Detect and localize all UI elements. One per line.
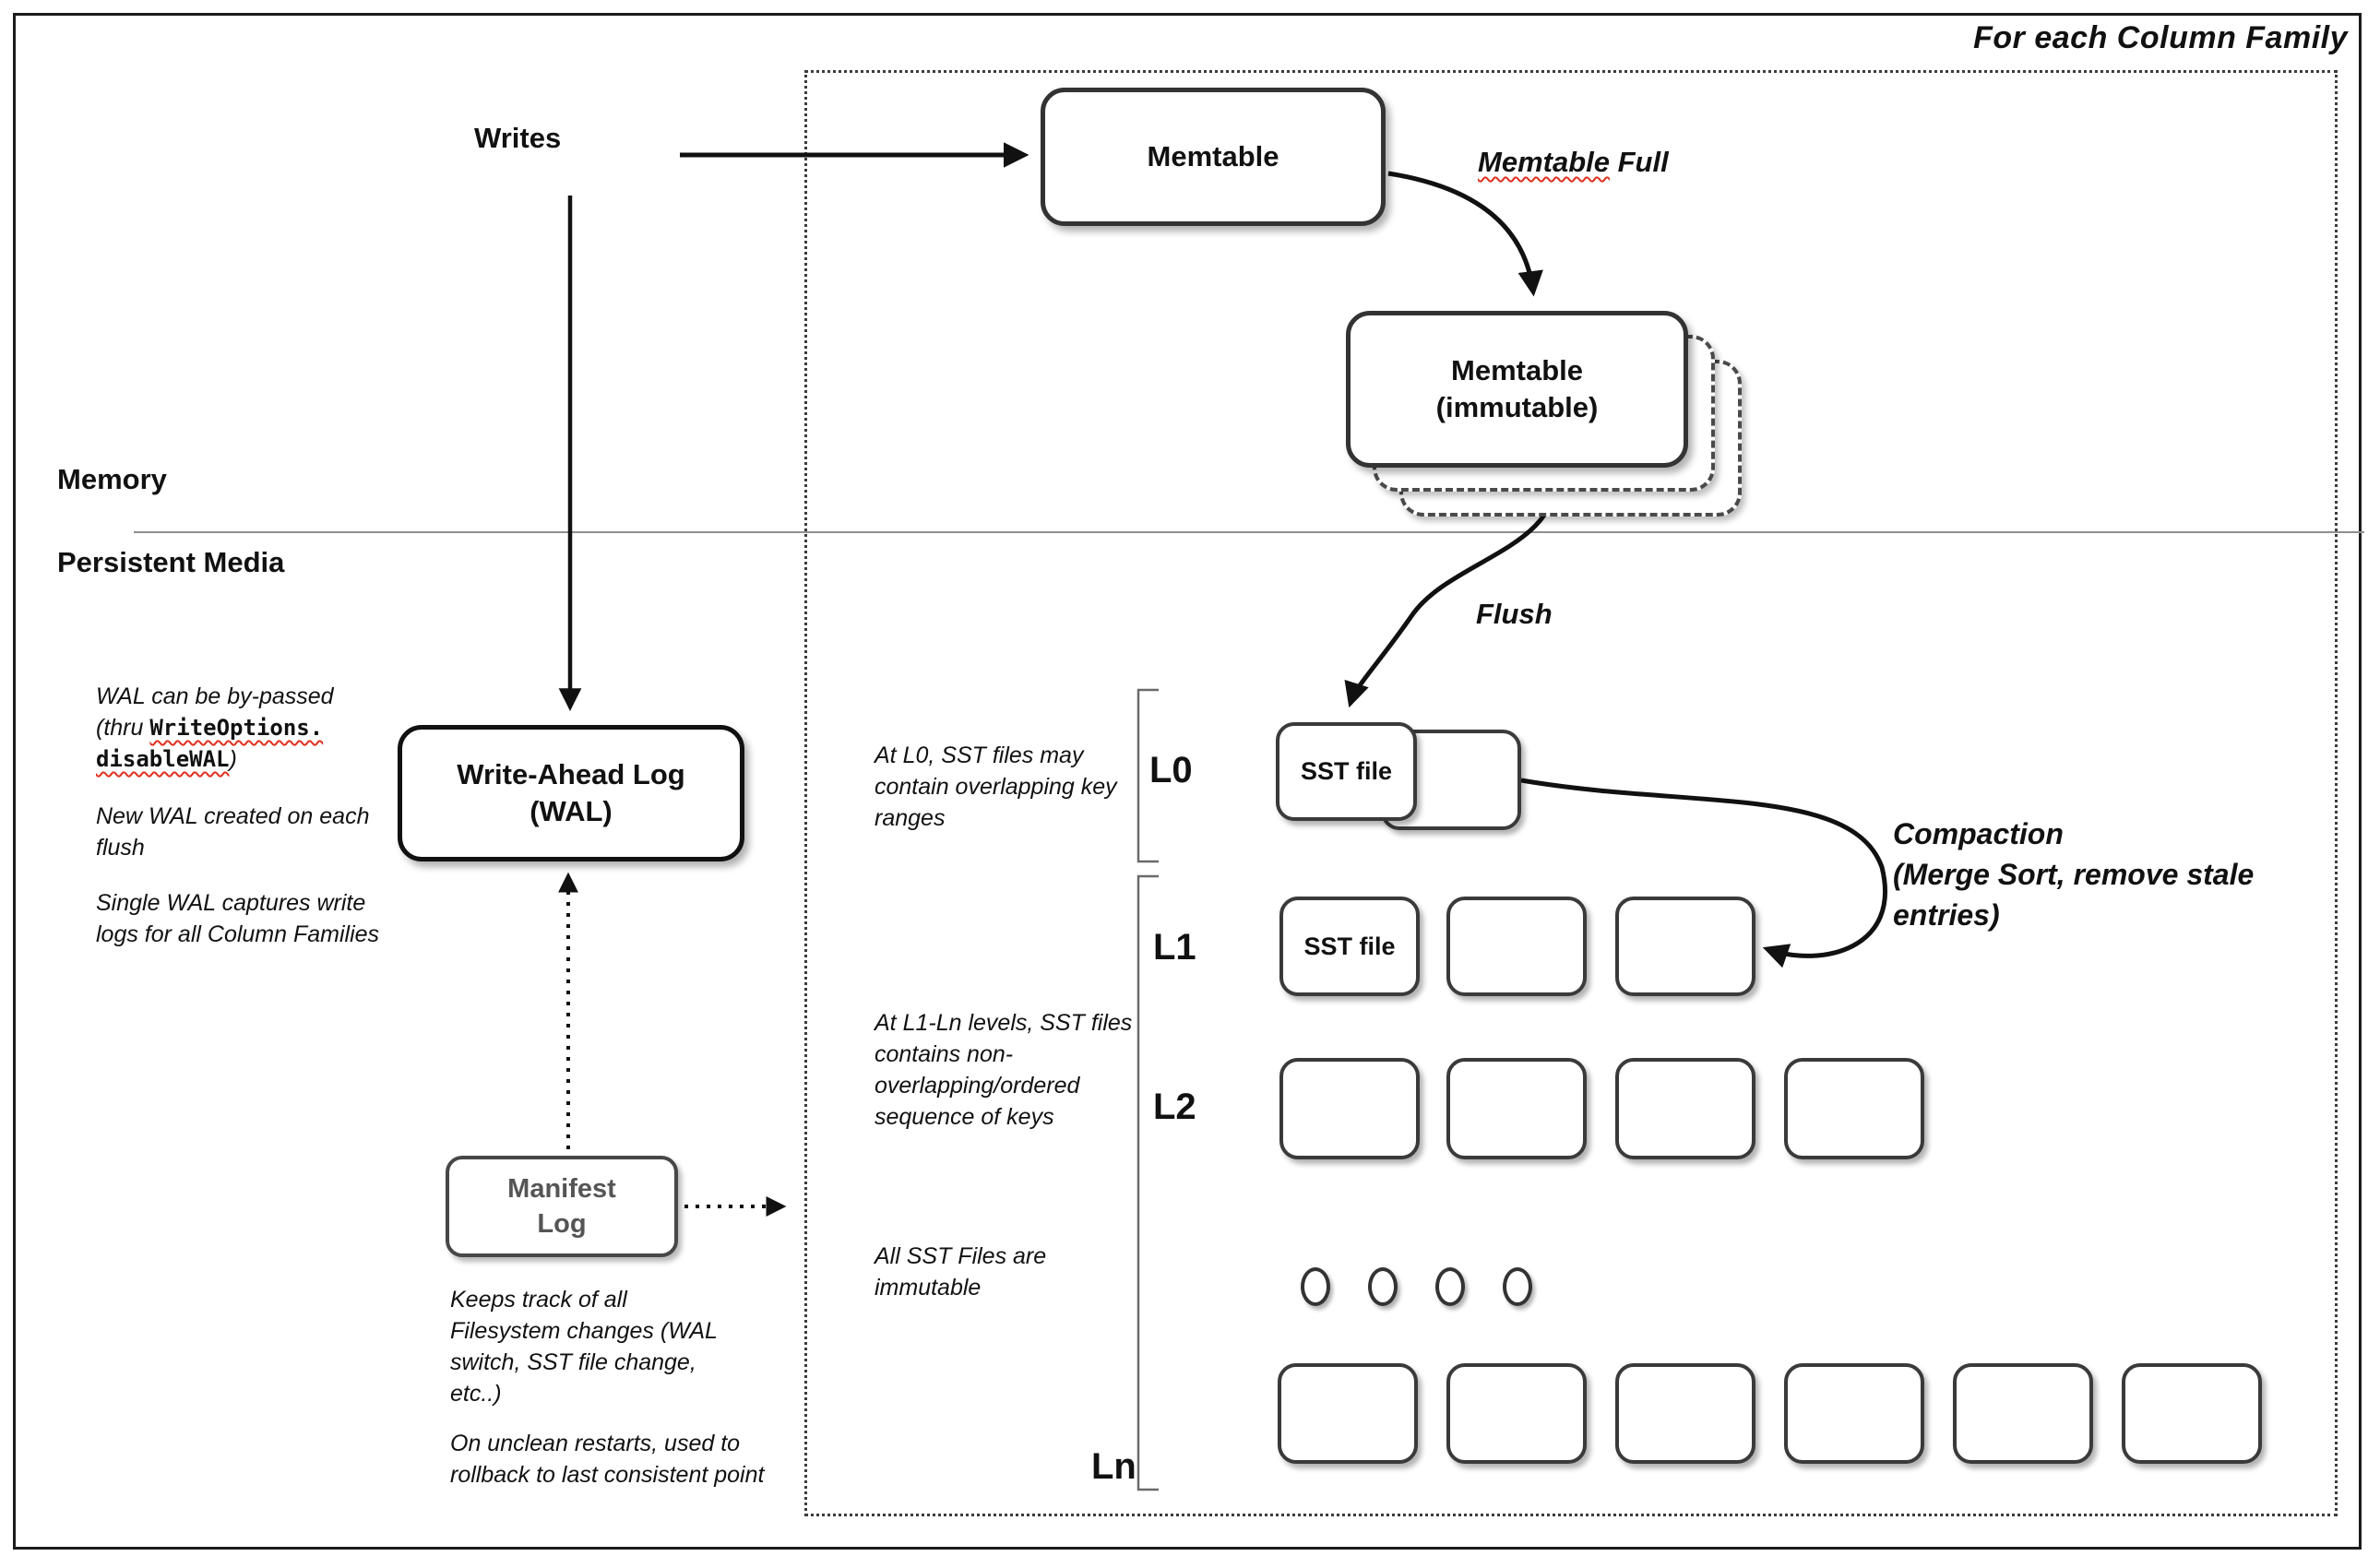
sst-file-box-ln-3 <box>1615 1363 1755 1464</box>
l0-note: At L0, SST files may contain overlapping… <box>875 742 1117 831</box>
immutable-memtable-box: Memtable (immutable) <box>1346 311 1688 468</box>
ellipsis-circle-3 <box>1435 1267 1465 1306</box>
sst-file-box-ln-2 <box>1446 1363 1587 1464</box>
wal-new-note: New WAL created on each flush <box>96 803 370 861</box>
wal-line2: (WAL) <box>530 795 613 827</box>
wal-bypass-prefix: WAL can be by-passed <box>96 683 334 709</box>
sst-file-box-l1-1: SST file <box>1279 897 1420 996</box>
manifest-keeps-note: Keeps track of all Filesystem changes (W… <box>450 1287 718 1407</box>
sst-file-box-l2-4 <box>1784 1058 1924 1159</box>
level-l0-label: L0 <box>1149 750 1193 790</box>
l1-note: At L1-Ln levels, SST files contains non-… <box>875 1010 1133 1130</box>
sst-file-box-ln-6 <box>2122 1363 2262 1464</box>
manifest-restart-note: On unclean restarts, used to rollback to… <box>450 1431 765 1488</box>
memory-label: Memory <box>57 463 167 495</box>
writes-label: Writes <box>474 122 562 154</box>
page-border <box>13 13 2362 1550</box>
sst-file-box-l0-1: SST file <box>1276 722 1417 821</box>
immutable-memtable-line1: Memtable <box>1451 354 1583 386</box>
compaction-label: Compaction (Merge Sort, remove stale ent… <box>1893 814 2254 935</box>
flush-label: Flush <box>1476 598 1553 630</box>
memtable-box: Memtable <box>1041 88 1386 226</box>
memtable-full-word2: Full <box>1609 146 1669 178</box>
compaction-line2: (Merge Sort, remove stale <box>1893 858 2255 891</box>
wal-line1: Write-Ahead Log <box>457 758 685 790</box>
level-l1-label: L1 <box>1153 927 1196 968</box>
sst-file-label: SST file <box>1303 932 1396 960</box>
compaction-line1: Compaction <box>1893 817 2064 850</box>
wal-bypass-suffix: ) <box>229 746 237 772</box>
wal-box: Write-Ahead Log (WAL) <box>398 725 744 861</box>
column-family-label: For each Column Family <box>1973 20 2348 55</box>
manifest-line1: Manifest <box>507 1174 616 1204</box>
manifest-log-box: Manifest Log <box>446 1156 678 1257</box>
ellipsis-circle-2 <box>1368 1267 1398 1306</box>
ellipsis-circle-4 <box>1503 1267 1532 1306</box>
memtable-box-label: Memtable <box>1147 140 1279 172</box>
compaction-line3: entries) <box>1893 898 2000 932</box>
wal-bypass-thru: (thru <box>96 715 150 741</box>
level-ln-label: Ln <box>1091 1446 1136 1487</box>
all-sst-note: All SST Files are immutable <box>875 1243 1047 1301</box>
immutable-memtable-line2: (immutable) <box>1435 391 1599 423</box>
sst-file-box-ln-1 <box>1278 1363 1418 1464</box>
sst-file-box-l1-3 <box>1615 897 1755 996</box>
wal-single-note: Single WAL captures write logs for all C… <box>96 890 380 947</box>
manifest-line2: Log <box>537 1209 587 1239</box>
memtable-full-label: Memtable Full <box>1478 146 1669 179</box>
persistent-media-label: Persistent Media <box>57 546 285 578</box>
level-l2-label: L2 <box>1153 1087 1196 1127</box>
sst-file-box-l2-2 <box>1446 1058 1587 1159</box>
wal-bypass-note: WAL can be by-passed (thru WriteOptions.… <box>96 681 428 775</box>
sst-file-box-l2-1 <box>1279 1058 1420 1159</box>
sst-file-box-ln-4 <box>1784 1363 1924 1464</box>
sst-file-label: SST file <box>1300 757 1393 785</box>
sst-file-box-ln-5 <box>1953 1363 2093 1464</box>
ellipsis-circle-1 <box>1301 1267 1330 1306</box>
sst-file-box-l1-2 <box>1446 897 1587 996</box>
column-family-container <box>804 70 2338 1516</box>
wal-bypass-mono2: disableWAL <box>96 746 230 772</box>
wal-bypass-mono1: WriteOptions. <box>149 715 324 741</box>
sst-file-box-l2-3 <box>1615 1058 1755 1159</box>
memtable-full-word1: Memtable <box>1478 146 1610 178</box>
